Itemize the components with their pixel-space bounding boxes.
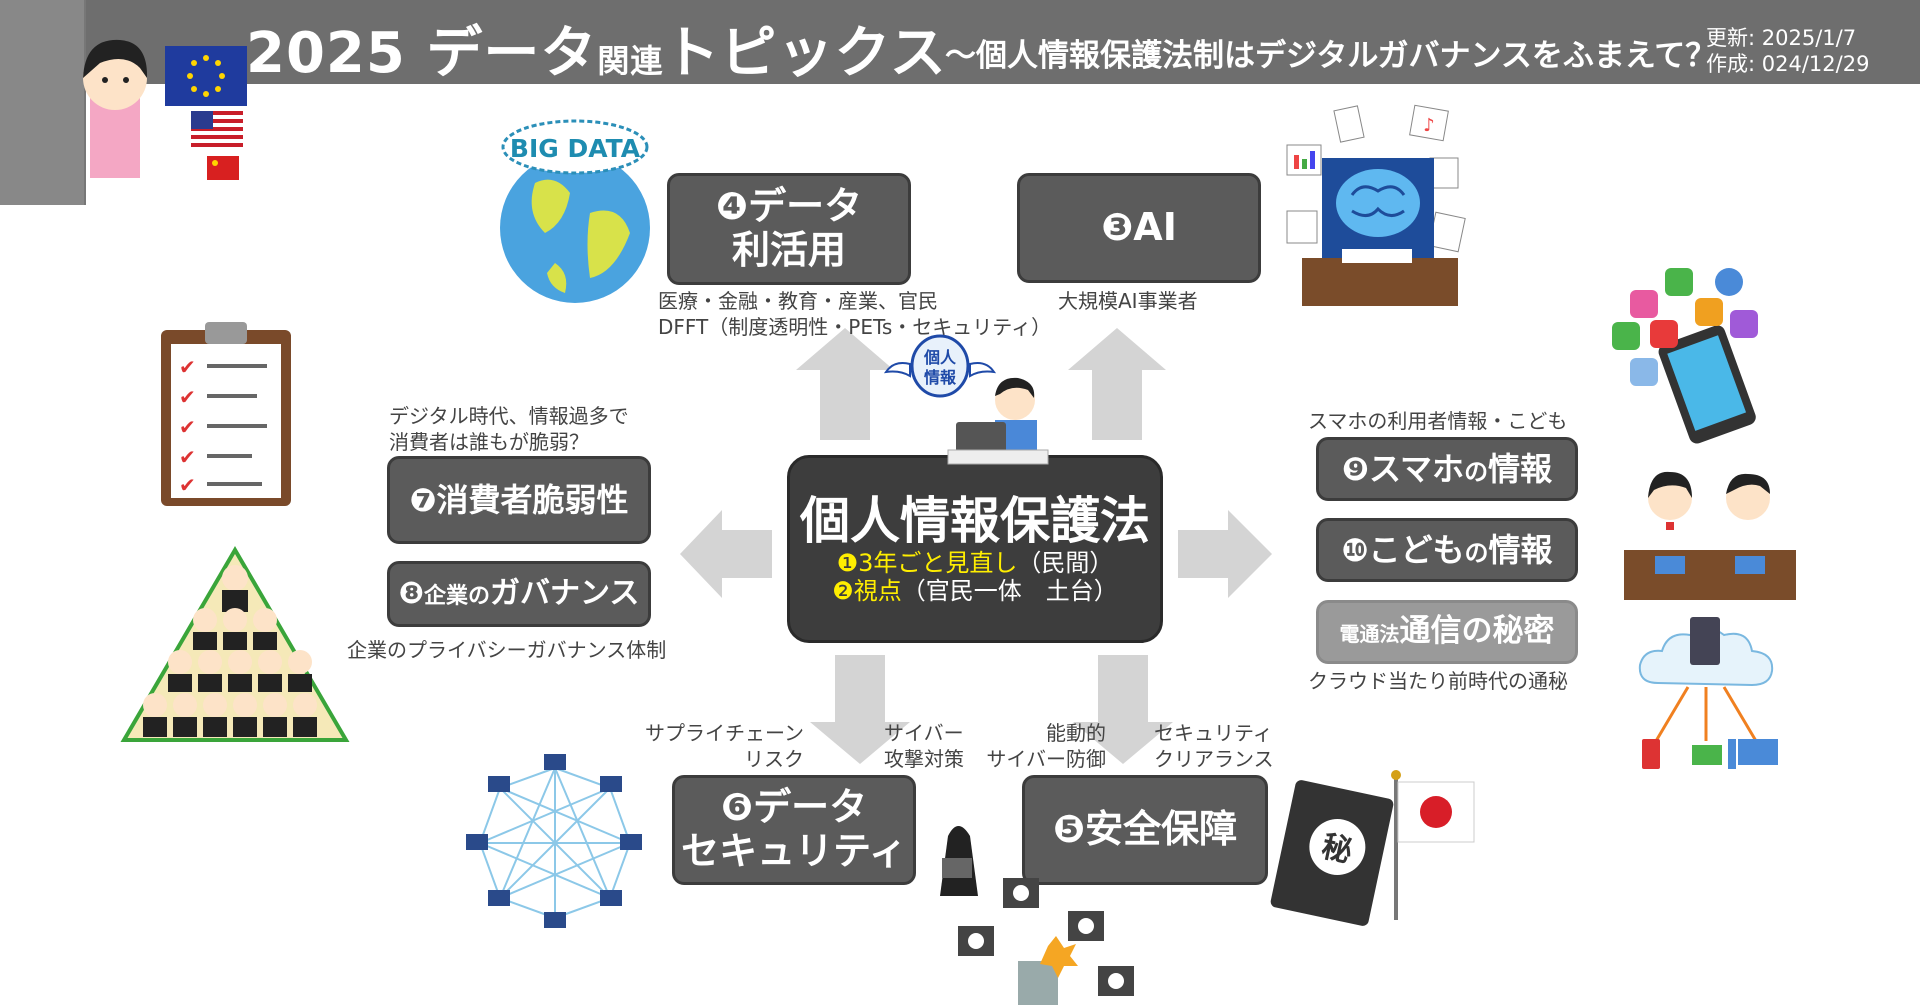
children-with-tablets-illustration	[1624, 471, 1796, 600]
topic-4-note-line2: DFFT（制度透明性・PETs・セキュリティ）	[658, 315, 1052, 339]
topic-4-line2: 利活用	[731, 228, 846, 272]
check-icon: ✔	[179, 355, 196, 379]
check-icon: ✔	[179, 385, 196, 409]
topic-5-label: ❺安全保障	[1052, 807, 1238, 852]
secret-mark-label: 秘	[1319, 829, 1356, 869]
topic-8-corporate-governance: ❽企業のガバナンス	[387, 561, 651, 627]
topic-7-label: ❼消費者脆弱性	[409, 480, 629, 519]
topic-10-label: ❿こどもの情報	[1341, 530, 1553, 569]
topic-6-data-security: ❻データ セキュリティ	[672, 775, 916, 885]
girl-with-flags-illustration	[83, 39, 247, 180]
note-supply-chain: サプライチェーン リスク	[634, 720, 804, 772]
page-subtitle: 〜個人情報保護法制はデジタルガバナンスをふまえて？	[945, 38, 1717, 74]
center-point-2: ❷視点（官民一体 土台）	[832, 576, 1118, 605]
note-cyber-attack-line1: サイバー	[884, 721, 964, 745]
topic-telecom-note: クラウド当たり前時代の通秘	[1308, 669, 1568, 693]
arrow-up-ai	[1068, 328, 1166, 440]
header-bar	[0, 0, 1920, 84]
check-icon: ✔	[179, 445, 196, 469]
check-icon: ✔	[179, 415, 196, 439]
created-date: 作成: 024/12/29	[1706, 52, 1870, 76]
topic-9-smartphone-information: ❾スマホの情報	[1316, 437, 1578, 501]
topic-3-ai: ❸AI	[1017, 173, 1261, 283]
center-title: 個人情報保護法	[800, 491, 1150, 550]
company-hierarchy-pyramid-illustration	[120, 546, 350, 742]
topic-4-note: 医療・金融・教育・産業、官民 DFFT（制度透明性・PETs・セキュリティ）	[658, 288, 1051, 340]
topic-10-children-information: ❿こどもの情報	[1316, 518, 1578, 582]
note-cyber-attack: サイバー 攻撃対策	[884, 720, 964, 772]
topic-8-label: ❽企業のガバナンス	[398, 575, 640, 611]
arrow-up-data-utilization	[796, 328, 894, 440]
personal-info-badge-line1: 個人	[923, 348, 957, 367]
note-active-cyber-defense: 能動的 サイバー防御	[960, 720, 1106, 772]
updated-date: 更新: 2025/1/7	[1706, 26, 1857, 50]
worried-man-laptop-illustration: 個人 情報	[883, 334, 1049, 465]
topic-4-line1: ❹データ	[715, 184, 863, 229]
topic-6-line1: ❻データ	[720, 785, 868, 830]
topic-7-note-line2: 消費者は誰もが脆弱？	[389, 430, 589, 454]
music-note-icon: ♪	[1423, 115, 1435, 136]
note-clearance-line1: セキュリティ	[1154, 721, 1273, 745]
big-data-globe-illustration: BIG DATA	[500, 119, 650, 303]
topic-4-data-utilization: ❹データ 利活用	[667, 173, 911, 285]
big-data-label: BIG DATA	[510, 134, 641, 163]
check-icon: ✔	[179, 473, 196, 497]
center-point-1: ❶3年ごと見直し（民間）	[836, 549, 1114, 578]
topic-3-note: 大規模AI事業者	[1058, 289, 1198, 313]
arrow-down-security	[1073, 655, 1173, 764]
personal-info-badge-line2: 情報	[924, 368, 957, 387]
topic-6-line2: セキュリティ	[681, 829, 907, 873]
checklist-clipboard-illustration: ✔ ✔ ✔ ✔ ✔	[161, 322, 291, 506]
arrow-down-data-security	[810, 655, 910, 764]
secret-passport-japan-flag-illustration: 秘	[1270, 770, 1475, 926]
topic-9-note: スマホの利用者情報・こども	[1308, 409, 1568, 433]
hacker-cyber-attack-illustration	[940, 826, 1134, 1005]
note-supply-chain-line2: リスク	[744, 747, 804, 771]
topic-7-consumer-vulnerability: ❼消費者脆弱性	[387, 456, 651, 544]
note-supply-chain-line1: サプライチェーン	[645, 721, 804, 745]
note-clearance-line2: クリアランス	[1154, 747, 1274, 771]
page-title: 2025 データ関連トピックス	[246, 21, 947, 86]
topic-telecom-secrecy: 電通法通信の秘密	[1316, 600, 1578, 664]
topic-7-note-line1: デジタル時代、情報過多で	[389, 404, 629, 428]
arrow-right-smartphone	[1178, 510, 1272, 598]
topic-9-label: ❾スマホの情報	[1341, 449, 1553, 488]
ai-brain-illustration: ♪	[1286, 104, 1466, 306]
note-cyber-attack-line2: 攻撃対策	[884, 747, 964, 771]
topic-telecom-label: 電通法通信の秘密	[1339, 613, 1555, 650]
smartphone-apps-illustration	[1612, 268, 1758, 444]
center-box-personal-information-act: 個人情報保護法 ❶3年ごと見直し（民間） ❷視点（官民一体 土台）	[787, 455, 1163, 643]
computer-network-ring-illustration	[466, 754, 642, 928]
note-active-defense-line2: サイバー防御	[986, 747, 1106, 771]
cloud-network-illustration	[1638, 617, 1778, 769]
topic-7-note: デジタル時代、情報過多で 消費者は誰もが脆弱？	[389, 403, 629, 455]
note-security-clearance: セキュリティ クリアランス	[1154, 720, 1274, 772]
note-active-defense-line1: 能動的	[1046, 721, 1106, 745]
topic-5-national-security: ❺安全保障	[1022, 775, 1268, 885]
topic-8-note: 企業のプライバシーガバナンス体制	[347, 638, 667, 662]
header-corner-panel	[0, 0, 86, 205]
topic-3-label: ❸AI	[1101, 205, 1177, 250]
arrow-left-consumer	[680, 510, 772, 598]
topic-4-note-line1: 医療・金融・教育・産業、官民	[658, 289, 938, 313]
